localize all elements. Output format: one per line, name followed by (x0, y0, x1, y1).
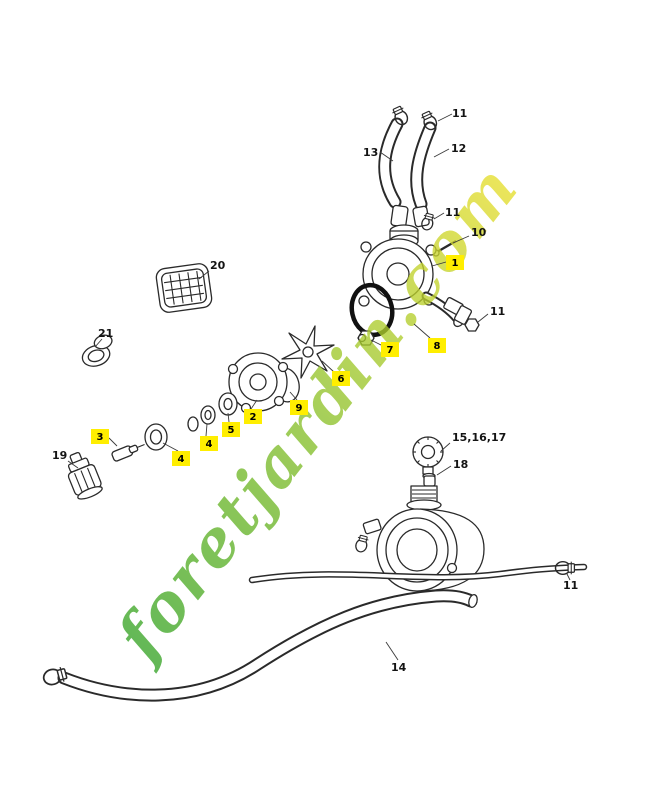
highlight-number: 6 (338, 374, 345, 385)
part-label-12: 12 (451, 142, 466, 155)
part-label-11-plug: 11 (490, 305, 505, 318)
hose-clamp-icon (353, 534, 370, 554)
grommet-drawing (81, 334, 113, 367)
highlight-number: 5 (228, 425, 235, 436)
highlight-number: 8 (434, 341, 441, 352)
part-label-21: 21 (98, 327, 113, 340)
filler-knob-drawing (412, 436, 444, 475)
pump-cover-drawing (227, 352, 289, 414)
part-label-18: 18 (453, 458, 468, 471)
highlighted-part-label-4b[interactable]: 4 (172, 451, 190, 466)
highlight-box (91, 429, 109, 444)
highlight-number: 3 (97, 432, 104, 443)
part-label-15-16-17: 15,16,17 (452, 431, 506, 444)
pump-housing-drawing (358, 238, 465, 328)
highlight-box (381, 342, 399, 357)
valve-fitting-drawing (422, 472, 436, 487)
suction-hose-drawing (41, 589, 478, 702)
highlighted-part-label-5[interactable]: 5 (222, 422, 240, 437)
part-label-10: 10 (471, 226, 487, 239)
part-label-20: 20 (210, 259, 226, 272)
highlighted-part-label-2[interactable]: 2 (244, 409, 262, 424)
highlight-number: 1 (452, 258, 459, 269)
highlight-number: 7 (387, 345, 394, 356)
highlight-box (200, 436, 218, 451)
part-label-14: 14 (391, 661, 407, 674)
coupling-drawing (67, 451, 103, 500)
highlight-number: 4 (178, 454, 185, 465)
part-label-11-mid: 11 (445, 206, 460, 219)
highlighted-part-label-7[interactable]: 7 (381, 342, 399, 357)
highlight-box (290, 400, 308, 415)
highlighted-part-label-6[interactable]: 6 (332, 371, 350, 386)
highlighted-part-label-8[interactable]: 8 (428, 338, 446, 353)
highlight-box (222, 422, 240, 437)
part-label-13: 13 (363, 146, 378, 159)
cover-plate-drawing (155, 263, 213, 313)
highlight-box (244, 409, 262, 424)
highlighted-part-label-3[interactable]: 3 (91, 429, 109, 444)
elbow-plug-drawing (443, 297, 480, 332)
highlight-number: 9 (296, 403, 303, 414)
leader-lines (67, 113, 571, 661)
valve-piece-drawing (111, 443, 145, 462)
o-ring-drawing (349, 282, 395, 338)
nut-drawing (357, 330, 375, 346)
highlight-box (428, 338, 446, 353)
highlighted-part-label-1[interactable]: 1 (446, 255, 464, 270)
highlight-box (446, 255, 464, 270)
highlight-box (332, 371, 350, 386)
pump-body-drawing (353, 485, 485, 592)
water-hoses-top (378, 104, 440, 211)
part-label-11-br: 11 (563, 579, 578, 592)
part-label-19: 19 (52, 449, 67, 462)
highlight-number: 2 (250, 412, 257, 423)
highlighted-part-label-4a[interactable]: 4 (200, 436, 218, 451)
highlight-number: 4 (206, 439, 213, 450)
part-label-11-top: 11 (452, 107, 467, 120)
impeller-drawing (281, 325, 335, 379)
highlight-box (172, 451, 190, 466)
seals-washers-drawing (144, 392, 238, 451)
discharge-hose-drawing (248, 560, 588, 584)
highlighted-part-label-9[interactable]: 9 (290, 400, 308, 415)
